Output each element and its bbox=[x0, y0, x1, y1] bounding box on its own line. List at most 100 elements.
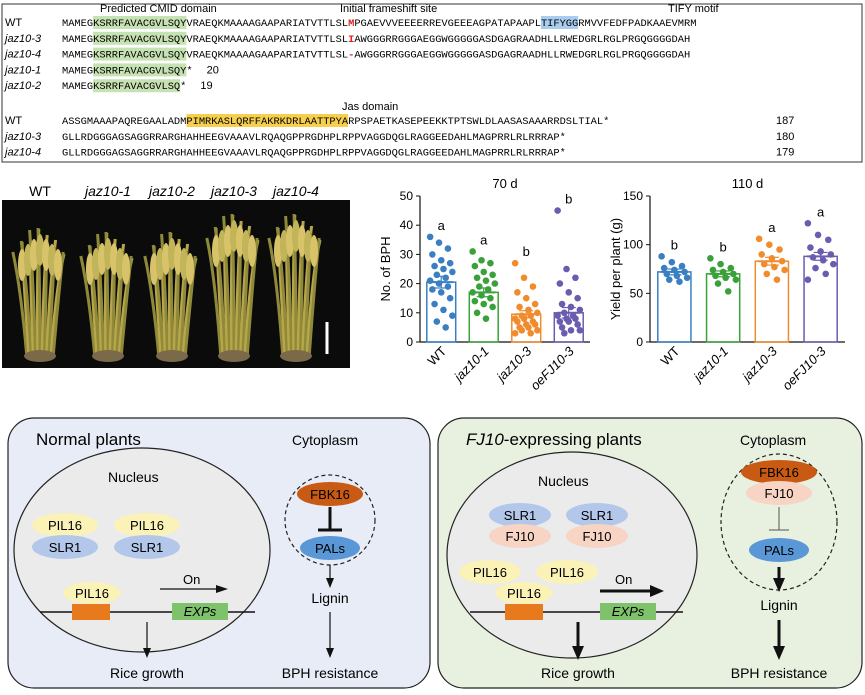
panicle bbox=[24, 244, 32, 276]
bph-point-1-4 bbox=[480, 268, 488, 276]
stem bbox=[96, 233, 106, 357]
plant-label-2: jaz10-2 bbox=[147, 183, 195, 199]
panicle bbox=[86, 253, 94, 285]
left-growth-label: Rice growth bbox=[110, 665, 184, 681]
bph-point-2-5 bbox=[531, 300, 539, 308]
yield-point-2-10 bbox=[773, 276, 781, 284]
bph-point-1-16 bbox=[489, 303, 496, 311]
stem bbox=[267, 237, 285, 357]
yield-point-1-8 bbox=[732, 276, 740, 284]
right-exps-label: EXPs bbox=[612, 604, 645, 619]
yield-letter-3: a bbox=[817, 204, 825, 219]
bph-point-2-0 bbox=[511, 259, 519, 267]
bph-point-0-16 bbox=[446, 294, 454, 302]
yield-point-3-3 bbox=[807, 244, 814, 251]
yield-point-3-2 bbox=[824, 236, 832, 244]
yield-point-1-4 bbox=[719, 268, 727, 276]
yield-xlabel-1: jaz10-1 bbox=[689, 344, 731, 386]
right-resistance-label: BPH resistance bbox=[731, 665, 828, 681]
stem bbox=[245, 237, 259, 357]
bph-point-3-14 bbox=[556, 318, 564, 325]
block2-name-2: jaz10-4 bbox=[3, 147, 41, 159]
bph-point-2-20 bbox=[518, 327, 526, 334]
block2-pre-1: GLLRDGGGAGSAGGRRARGHAHHEEGVAAAVLRQAQGPPR… bbox=[62, 132, 566, 144]
right-pil16-1-label: PIL16 bbox=[473, 565, 507, 580]
rice-plants bbox=[11, 213, 322, 362]
bph-point-0-9 bbox=[433, 271, 441, 279]
right-exps-gene bbox=[600, 603, 656, 620]
yield-point-2-6 bbox=[760, 260, 768, 268]
bph-point-3-15 bbox=[565, 318, 573, 325]
yield-point-3-5 bbox=[827, 251, 835, 258]
bph-point-2-10 bbox=[527, 312, 534, 320]
panicle bbox=[286, 225, 294, 257]
yield-point-0-3 bbox=[660, 264, 668, 272]
bph-point-3-11 bbox=[554, 312, 561, 320]
left-on-label: On bbox=[183, 572, 200, 587]
left-fbk16 bbox=[297, 482, 363, 506]
panicle bbox=[230, 220, 238, 252]
left-pil16-1 bbox=[32, 513, 98, 537]
bph-point-1-5 bbox=[489, 271, 496, 279]
bph-ytick-label-1: 10 bbox=[400, 306, 414, 320]
left-fbk16-label: FBK16 bbox=[310, 487, 350, 502]
panicle bbox=[116, 248, 124, 280]
right-growth-arrowhead bbox=[572, 646, 584, 660]
right-fj10-label: FJ10 bbox=[765, 486, 794, 501]
stem bbox=[183, 255, 197, 357]
yield-point-3-7 bbox=[819, 256, 827, 264]
left-title: Normal plants bbox=[36, 430, 141, 449]
block2-name-1: jaz10-3 bbox=[3, 131, 42, 143]
yield-ytick-label-2: 100 bbox=[623, 238, 643, 252]
bph-point-1-11 bbox=[469, 289, 476, 296]
panicle bbox=[304, 230, 312, 262]
bph-point-2-12 bbox=[520, 315, 528, 322]
bph-point-0-3 bbox=[429, 251, 436, 258]
yield-point-2-0 bbox=[755, 235, 763, 243]
panicle bbox=[48, 244, 56, 276]
roots bbox=[92, 350, 124, 362]
panicle bbox=[186, 253, 194, 285]
panicle bbox=[98, 243, 106, 275]
bph-point-1-9 bbox=[476, 283, 483, 290]
right-title: FJ10-expressing plants bbox=[466, 430, 642, 449]
bph-ytick-label-4: 40 bbox=[400, 218, 414, 232]
bph-point-1-7 bbox=[482, 277, 490, 284]
yield-point-1-10 bbox=[724, 288, 732, 295]
bph-point-3-1 bbox=[563, 265, 570, 273]
panicle bbox=[92, 248, 100, 280]
bph-point-2-18 bbox=[525, 324, 532, 331]
bph-point-0-19 bbox=[449, 312, 456, 320]
block1-cmid-highlight-0 bbox=[93, 16, 187, 29]
block2-jas-highlight-0 bbox=[186, 114, 349, 127]
bph-point-0-4 bbox=[437, 256, 445, 264]
block2-pre-2: GLLRDGGGAGSAGGRRARGHAHHEEGVAAAVLRQAQGPPR… bbox=[62, 148, 566, 160]
yield-letter-0: b bbox=[671, 237, 678, 252]
bph-point-1-2 bbox=[487, 259, 494, 267]
stem bbox=[51, 251, 65, 357]
panicle bbox=[280, 230, 288, 262]
yield-xlabel-0: WT bbox=[658, 343, 683, 368]
cmid-label: Predicted CMID domain bbox=[100, 3, 217, 15]
right-pil16-1 bbox=[459, 560, 521, 584]
left-pil16-dna bbox=[63, 582, 121, 604]
yield-point-2-9 bbox=[763, 270, 771, 278]
bph-point-1-14 bbox=[471, 297, 479, 305]
yield-point-1-0 bbox=[707, 254, 714, 262]
rice-plant-1 bbox=[79, 231, 134, 362]
right-growth-label: Rice growth bbox=[541, 665, 615, 681]
yield-point-0-6 bbox=[663, 270, 671, 278]
bph-point-2-6 bbox=[516, 303, 523, 311]
bph-point-3-20 bbox=[561, 329, 568, 337]
bph-point-2-3 bbox=[514, 289, 521, 296]
left-slr1-1 bbox=[32, 535, 98, 559]
rice-plant-2 bbox=[143, 231, 198, 362]
yield-xlabel-3: oeFJ10-3 bbox=[779, 343, 829, 393]
stem bbox=[307, 237, 321, 357]
left-pil16-1-label: PIL16 bbox=[48, 518, 82, 533]
bph-xlabel-0: WT bbox=[424, 343, 449, 368]
panicle bbox=[36, 234, 44, 266]
plant-label-0: WT bbox=[29, 183, 51, 199]
